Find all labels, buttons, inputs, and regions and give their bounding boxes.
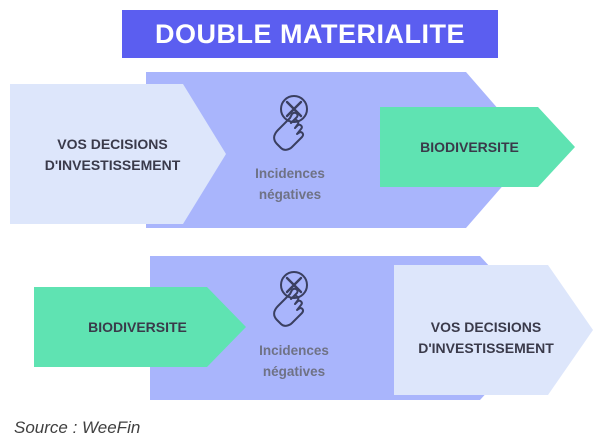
bottom-right-label: VOS DECISIONS D'INVESTISSEMENT [418,319,554,356]
pale-arrow-top-left [10,84,226,224]
green-arrow-bottom-left [34,287,246,367]
top-right-label: BIODIVERSITE [420,139,519,155]
bottom-left-label: BIODIVERSITE [88,319,187,335]
diagram-title: DOUBLE MATERIALITE [122,10,498,58]
green-arrow-top-right [380,107,575,187]
hand-touch-cross-icon [273,95,308,151]
pale-arrow-bottom-right [394,265,593,395]
top-middle-label: Incidences négatives [255,166,325,202]
top-left-label: VOS DECISIONS D'INVESTISSEMENT [44,136,181,173]
hand-touch-cross-icon [273,271,308,327]
bottom-middle-label: Incidences négatives [259,343,329,379]
source-caption: Source : WeeFin [14,418,141,437]
